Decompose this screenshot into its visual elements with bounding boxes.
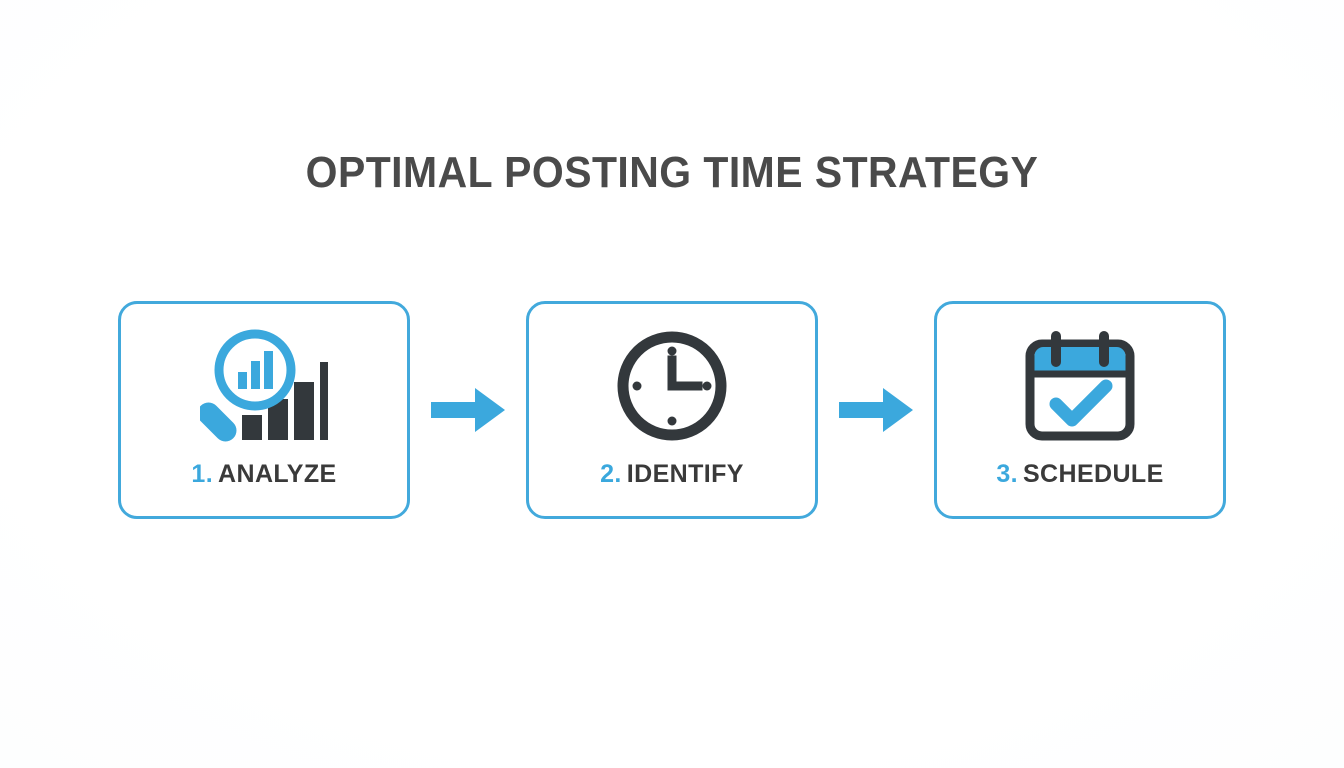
step-label-analyze: 1.ANALYZE bbox=[191, 460, 336, 489]
step-number: 3. bbox=[996, 460, 1018, 488]
step-card-identify[interactable]: 2.IDENTIFY bbox=[526, 301, 818, 519]
arrow-right-2 bbox=[838, 387, 914, 433]
step-name: SCHEDULE bbox=[1022, 460, 1164, 488]
clock-icon bbox=[613, 320, 731, 452]
step-label-schedule: 3.SCHEDULE bbox=[996, 460, 1163, 489]
step-name: IDENTIFY bbox=[626, 460, 744, 488]
step-number: 1. bbox=[191, 460, 214, 488]
step-card-schedule[interactable]: 3.SCHEDULE bbox=[934, 301, 1226, 519]
step-label-identify: 2.IDENTIFY bbox=[600, 460, 744, 489]
arrow-right-1 bbox=[430, 387, 506, 433]
step-number: 2. bbox=[600, 460, 622, 488]
page-title: OPTIMAL POSTING TIME STRATEGY bbox=[305, 148, 1039, 197]
calendar-check-icon bbox=[1018, 320, 1142, 452]
step-card-analyze[interactable]: 1.ANALYZE bbox=[118, 301, 410, 519]
process-flow: 1.ANALYZE bbox=[118, 300, 1226, 520]
step-name: ANALYZE bbox=[218, 460, 337, 488]
magnifier-bar-chart-icon bbox=[200, 320, 328, 452]
